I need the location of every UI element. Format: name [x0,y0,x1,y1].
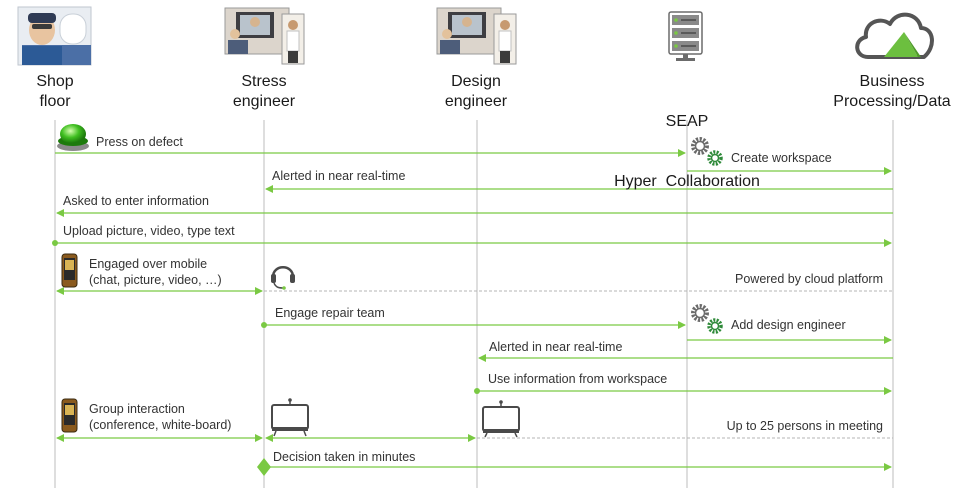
label-create-workspace: Create workspace [731,151,832,165]
actor-title: SEAP [665,113,709,130]
server-rack-icon [668,11,703,61]
mobile-phone-icon [61,398,78,433]
actor-subtitle: engineer [444,93,508,110]
start-dot [261,322,267,328]
gears-icon [691,137,723,166]
actor-header-business: Business Processing/Data [826,72,958,112]
label-upload: Upload picture, video, type text [63,224,235,238]
conference-screen-icon [482,400,520,438]
label-add-design: Add design engineer [731,318,846,332]
gears-icon [691,304,723,334]
actor-subtitle: engineer [232,93,296,110]
video-conference-photo-icon [436,7,517,65]
label-use-info: Use information from workspace [488,372,667,386]
actor-subtitle: floor [39,93,71,110]
label-engaged-2: (chat, picture, video, …) [89,273,222,287]
label-powered: Powered by cloud platform [735,272,883,286]
label-up-to-25: Up to 25 persons in meeting [727,419,883,433]
decision-diamond [257,458,271,476]
start-dot [474,388,480,394]
actor-title: Business [859,73,925,90]
video-conference-photo-icon [224,7,305,65]
worker-photo-icon [17,6,92,66]
headset-icon [271,266,295,290]
label-engaged-1: Engaged over mobile [89,257,207,271]
conference-screen-icon [271,398,309,437]
message-arrows [55,149,893,471]
label-group-1: Group interaction [89,402,185,416]
actor-title: Design [451,73,501,90]
actor-subtitle: Processing/Data [833,93,951,110]
actor-header-stress-engineer: Stress engineer [204,72,324,112]
label-press-on-defect: Press on defect [96,135,183,149]
cloud-icon [855,12,934,59]
label-asked-info: Asked to enter information [63,194,209,208]
actor-title: Stress [241,73,287,90]
label-decision: Decision taken in minutes [273,450,415,464]
dashed-lines [264,290,893,439]
lifelines [54,120,894,488]
label-alerted-2: Alerted in near real-time [489,340,622,354]
actor-header-shop-floor: Shop floor [5,72,105,112]
label-alerted-1: Alerted in near real-time [272,169,405,183]
message-labels: Press on defect Create workspace Alerted… [63,135,883,464]
actor-header-seap: SEAP Hyper Collaboration [602,72,772,212]
label-engage-repair: Engage repair team [275,306,385,320]
label-group-2: (conference, white-board) [89,418,231,432]
actor-title: Shop [36,73,74,90]
start-dot [52,240,58,246]
actor-header-design-engineer: Design engineer [416,72,536,112]
actor-subtitle: Hyper Collaboration [614,173,760,190]
green-button-icon [57,124,89,151]
mobile-phone-icon [61,253,78,288]
